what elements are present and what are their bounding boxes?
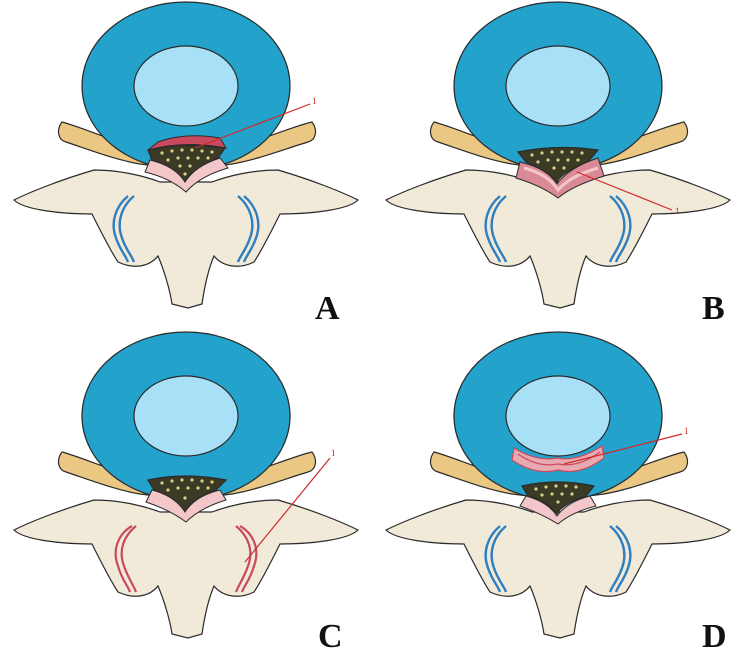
panel-d: 1 D (372, 330, 743, 660)
vertebra-diagram-a (0, 0, 371, 330)
panel-letter-c: C (318, 620, 343, 654)
panel-c: 1 C (0, 330, 371, 660)
callout-number-d: 1 (684, 426, 689, 436)
panel-letter-b: B (702, 292, 725, 326)
vertebra-diagram-d (372, 330, 743, 660)
panel-a: 1 A (0, 0, 371, 330)
callout-number-a: 1 (312, 96, 317, 106)
panel-letter-a: A (315, 292, 340, 326)
vertebra-diagram-b (372, 0, 743, 330)
panel-letter-d: D (702, 620, 727, 654)
vertebra-diagram-c (0, 330, 371, 660)
panel-b: 1 B (372, 0, 743, 330)
callout-number-b: 1 (675, 206, 680, 216)
callout-number-c: 1 (331, 448, 336, 458)
